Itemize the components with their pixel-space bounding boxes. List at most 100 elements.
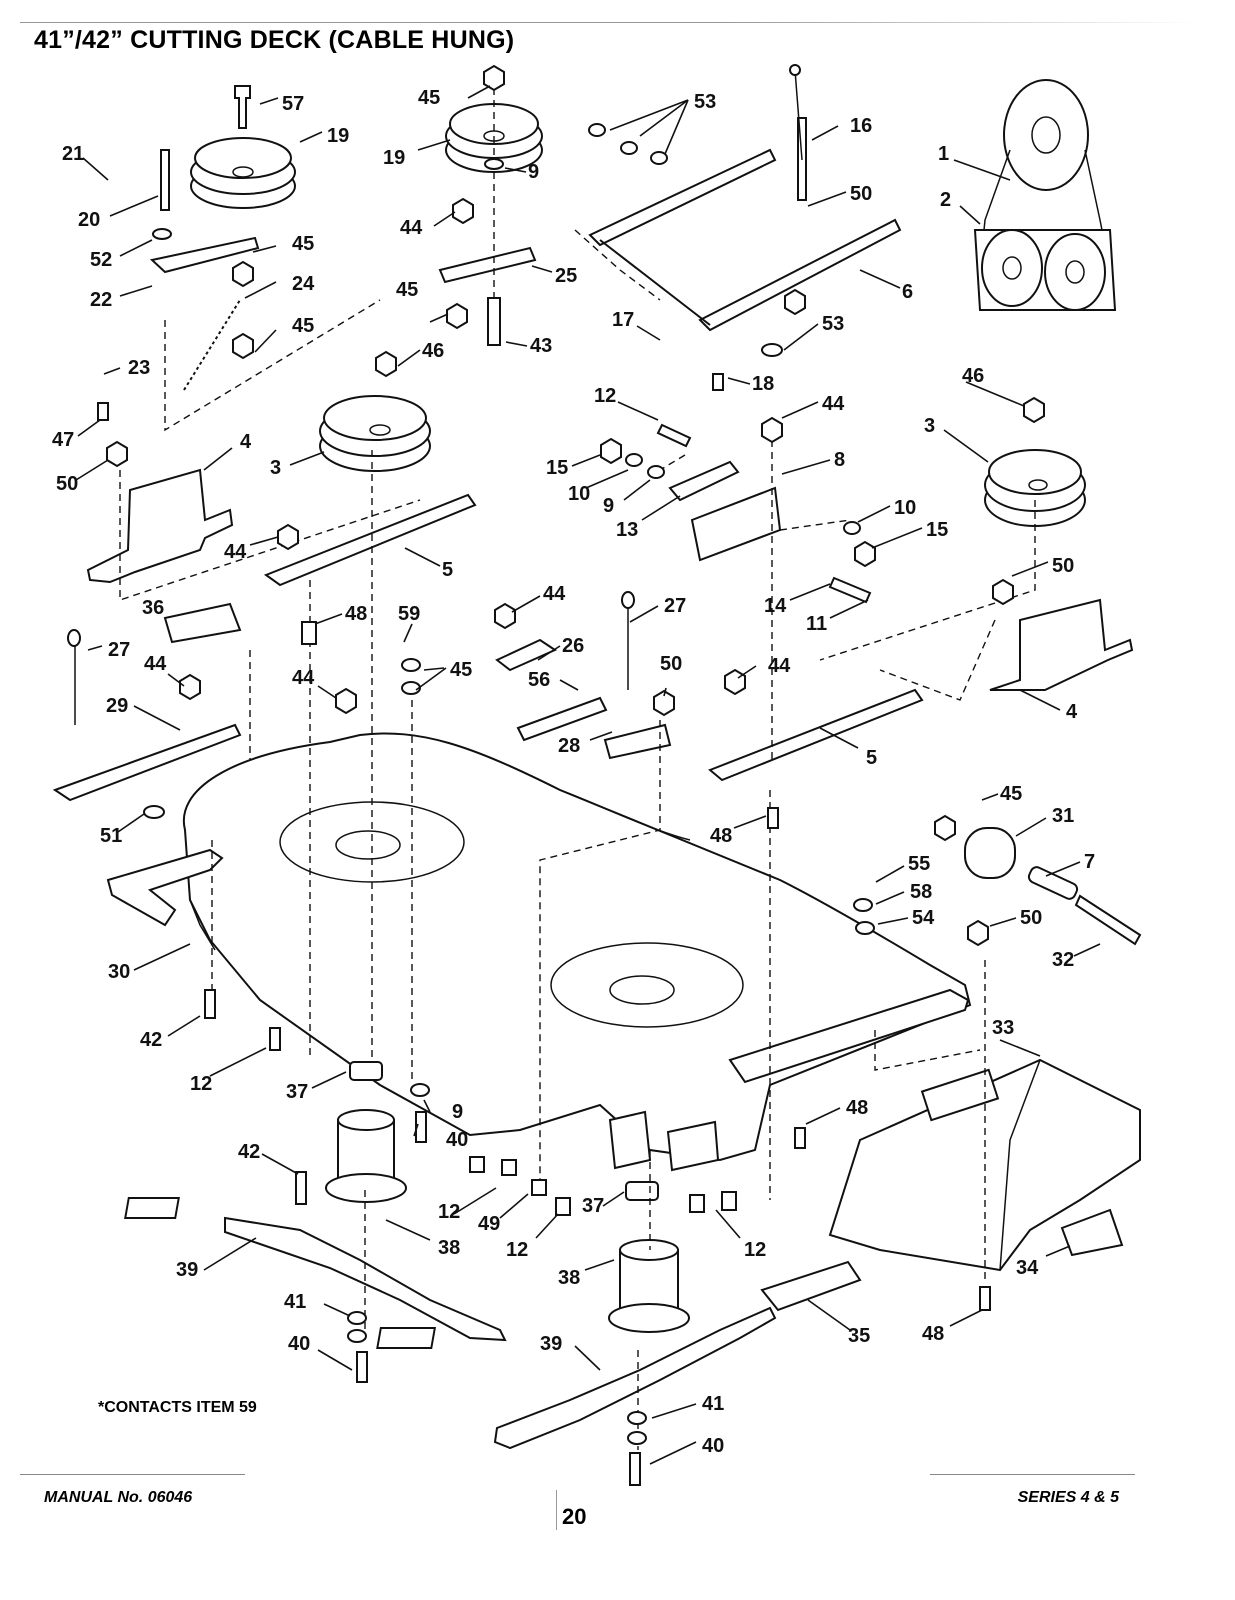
page-number-divider bbox=[556, 1490, 557, 1530]
decal-36 bbox=[163, 602, 242, 644]
chute-hinge bbox=[920, 1068, 1000, 1122]
callout-32: 32 bbox=[1052, 949, 1074, 971]
callout-42-mid: 42 bbox=[238, 1141, 260, 1163]
callout-47: 47 bbox=[52, 429, 74, 451]
callout-16: 16 bbox=[850, 115, 872, 137]
footer-rule-left bbox=[20, 1474, 245, 1475]
blade-right bbox=[493, 1306, 777, 1450]
callout-45-mid: 45 bbox=[450, 659, 472, 681]
callout-19-center: 19 bbox=[383, 147, 405, 169]
callout-10-left: 10 bbox=[568, 483, 590, 505]
callout-58: 58 bbox=[910, 881, 932, 903]
callout-1: 1 bbox=[938, 143, 949, 165]
callout-43: 43 bbox=[530, 335, 552, 357]
leader-lines bbox=[75, 85, 1101, 1465]
callout-22: 22 bbox=[90, 289, 112, 311]
callout-34: 34 bbox=[1016, 1257, 1039, 1279]
callout-21: 21 bbox=[62, 143, 84, 165]
spring-24 bbox=[183, 299, 241, 391]
callout-50-right: 50 bbox=[1052, 555, 1074, 577]
callout-53-top: 53 bbox=[694, 91, 716, 113]
callout-46-left: 46 bbox=[422, 340, 444, 362]
spacer-7 bbox=[1027, 866, 1079, 900]
bracket-8 bbox=[690, 486, 782, 562]
callout-40-right: 40 bbox=[702, 1435, 724, 1457]
callout-12-left: 12 bbox=[190, 1073, 212, 1095]
callout-20: 20 bbox=[78, 209, 100, 231]
callout-8: 8 bbox=[834, 449, 845, 471]
bar-29 bbox=[52, 723, 242, 802]
bearing-37-right bbox=[625, 1181, 659, 1201]
callout-41-right: 41 bbox=[702, 1393, 724, 1415]
decal-35 bbox=[760, 1260, 862, 1312]
callout-11: 11 bbox=[806, 613, 827, 635]
rear-bracket-tabs bbox=[608, 1110, 720, 1172]
bar-5-left bbox=[263, 493, 477, 587]
decal-34 bbox=[1060, 1208, 1124, 1257]
callout-28: 28 bbox=[558, 735, 580, 757]
callout-56: 56 bbox=[528, 669, 550, 691]
callout-38-left: 38 bbox=[438, 1237, 460, 1259]
callout-37-right: 37 bbox=[582, 1195, 604, 1217]
callout-45-left-2: 45 bbox=[292, 315, 314, 337]
callout-37-left: 37 bbox=[286, 1081, 308, 1103]
callout-10-right: 10 bbox=[894, 497, 916, 519]
series-label: SERIES 4 & 5 bbox=[1017, 1489, 1119, 1506]
callout-33: 33 bbox=[992, 1017, 1014, 1039]
callout-12-right: 12 bbox=[744, 1239, 766, 1261]
callout-50-left: 50 bbox=[56, 473, 78, 495]
callout-6: 6 bbox=[902, 281, 913, 303]
callout-48-mid: 48 bbox=[710, 825, 732, 847]
callout-27-right: 27 bbox=[664, 595, 686, 617]
pulley-19-left bbox=[190, 137, 296, 209]
callout-12-top: 12 bbox=[594, 385, 616, 407]
callout-44-left-mid: 44 bbox=[144, 653, 167, 675]
bracket-25 bbox=[438, 246, 537, 284]
callout-14: 14 bbox=[764, 595, 787, 617]
callout-54: 54 bbox=[912, 907, 935, 929]
callout-53-right: 53 bbox=[822, 313, 844, 335]
callout-3-left: 3 bbox=[270, 457, 281, 479]
bracket-4-left bbox=[86, 468, 234, 584]
discharge-bracket bbox=[728, 988, 970, 1084]
callout-57: 57 bbox=[282, 93, 304, 115]
callout-24: 24 bbox=[292, 273, 315, 295]
callout-4-right: 4 bbox=[1066, 701, 1078, 723]
callout-40-top: 40 bbox=[446, 1129, 468, 1151]
callout-35: 35 bbox=[848, 1325, 870, 1347]
callout-3-right: 3 bbox=[924, 415, 935, 437]
hardware-bolts bbox=[97, 85, 1142, 1486]
deck-right-spindle-hub bbox=[609, 975, 675, 1005]
bracket-28 bbox=[603, 723, 672, 760]
footnote: *CONTACTS ITEM 59 bbox=[98, 1399, 257, 1416]
callout-2: 2 bbox=[940, 189, 951, 211]
pulley-3-left bbox=[319, 395, 431, 472]
callout-45-center: 45 bbox=[396, 279, 418, 301]
callout-44-center: 44 bbox=[292, 667, 315, 689]
callout-52: 52 bbox=[90, 249, 112, 271]
assembly-dashed-lines bbox=[119, 88, 1036, 1450]
manual-number: MANUAL No. 06046 bbox=[44, 1489, 193, 1506]
callout-45-right: 45 bbox=[1000, 783, 1022, 805]
callout-26: 26 bbox=[562, 635, 584, 657]
callout-13: 13 bbox=[616, 519, 638, 541]
spindle-assembly-right bbox=[376, 1239, 690, 1349]
callout-4-left: 4 bbox=[240, 431, 252, 453]
hardware-nuts bbox=[106, 64, 1045, 947]
callout-48-left: 48 bbox=[345, 603, 367, 625]
callout-41-left: 41 bbox=[284, 1291, 306, 1313]
callout-17: 17 bbox=[612, 309, 634, 331]
title-rule bbox=[20, 22, 1200, 23]
callout-25: 25 bbox=[555, 265, 577, 287]
callout-9-mid: 9 bbox=[603, 495, 614, 517]
bracket-4-right bbox=[989, 598, 1134, 691]
callout-27-left: 27 bbox=[108, 639, 130, 661]
bar-5-right bbox=[708, 688, 924, 782]
callout-50-far-right: 50 bbox=[1020, 907, 1042, 929]
callout-23: 23 bbox=[128, 357, 150, 379]
pulley-3-right bbox=[984, 449, 1086, 527]
callout-12-mid-2: 12 bbox=[506, 1239, 528, 1261]
callout-55: 55 bbox=[908, 853, 930, 875]
callout-44-right-mid: 44 bbox=[768, 655, 791, 677]
deck-left-spindle-hub bbox=[335, 830, 401, 860]
